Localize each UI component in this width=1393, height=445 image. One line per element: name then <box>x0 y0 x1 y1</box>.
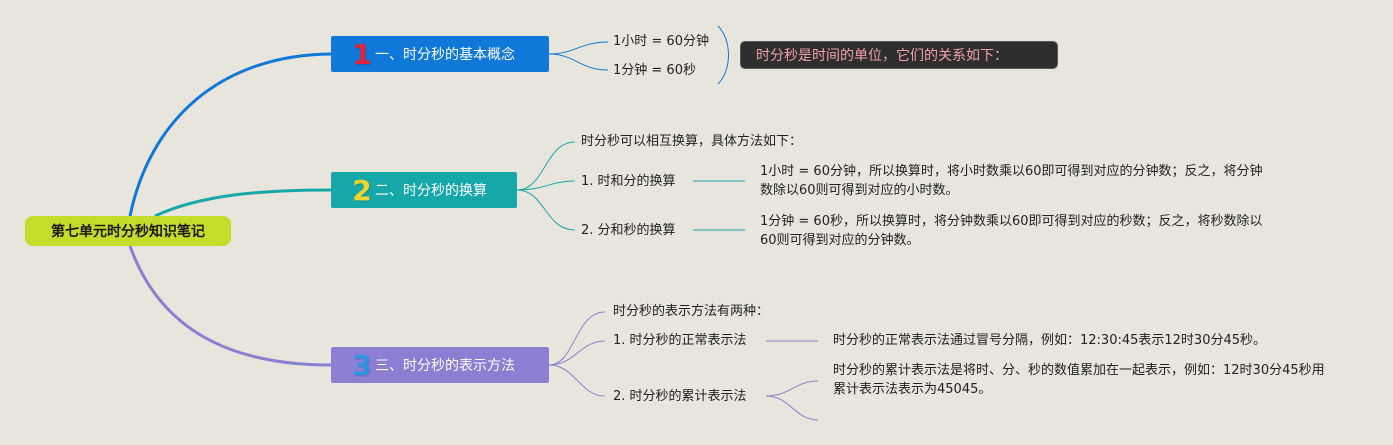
callout-text: 时分秒是时间的单位，它们的关系如下： <box>756 48 1008 64</box>
branch2-item-2-detail[interactable]: 1分钟 = 60秒，所以换算时，将分钟数乘以60即可得到对应的秒数；反之，将秒数… <box>760 214 1263 248</box>
branch-label-2: 二、时分秒的换算 <box>375 183 487 199</box>
branch-node-3[interactable]: 3 三、时分秒的表示方法 <box>331 347 549 383</box>
branch-number-2: 2 <box>352 173 372 207</box>
connector-root-branch2 <box>154 188 332 218</box>
branch3-item-2-label[interactable]: 2. 时分秒的累计表示法 <box>613 389 747 404</box>
connector-root-branch3 <box>128 245 332 367</box>
branch-number-3: 3 <box>352 348 372 382</box>
branch2-item-1-detail[interactable]: 1小时 = 60分钟，所以换算时，将小时数乘以60即可得到对应的分钟数；反之，将… <box>760 164 1263 198</box>
branch-number-1: 1 <box>352 37 372 71</box>
branch-label-1: 一、时分秒的基本概念 <box>375 47 515 63</box>
branch2-item-1-label[interactable]: 1. 时和分的换算 <box>581 174 676 189</box>
branch3-item-2-detail[interactable]: 时分秒的累计表示法是将时、分、秒的数值累加在一起表示，例如：12时30分45秒用… <box>833 363 1325 397</box>
branch2-intro[interactable]: 时分秒可以相互换算，具体方法如下： <box>581 134 803 149</box>
branch-node-1[interactable]: 1 一、时分秒的基本概念 <box>331 36 549 72</box>
branch3-item-1-detail[interactable]: 时分秒的正常表示法通过冒号分隔，例如：12:30:45表示12时30分45秒。 <box>833 333 1267 348</box>
bracket <box>717 25 729 85</box>
branch1-item-2[interactable]: 1分钟 = 60秒 <box>613 63 696 78</box>
branch3-item-1-label[interactable]: 1. 时分秒的正常表示法 <box>613 333 747 348</box>
connector-root-branch1 <box>128 52 332 217</box>
callout-note[interactable]: 时分秒是时间的单位，它们的关系如下： <box>740 41 1058 69</box>
branch2-item-2-label[interactable]: 2. 分和秒的换算 <box>581 223 676 238</box>
branch3-intro[interactable]: 时分秒的表示方法有两种： <box>613 304 770 319</box>
root-label: 第七单元时分秒知识笔记 <box>51 224 205 240</box>
branch-label-3: 三、时分秒的表示方法 <box>375 358 515 374</box>
branch1-item-1[interactable]: 1小时 = 60分钟 <box>613 34 709 49</box>
root-node[interactable]: 第七单元时分秒知识笔记 <box>25 216 231 246</box>
branch-node-2[interactable]: 2 二、时分秒的换算 <box>331 172 517 208</box>
